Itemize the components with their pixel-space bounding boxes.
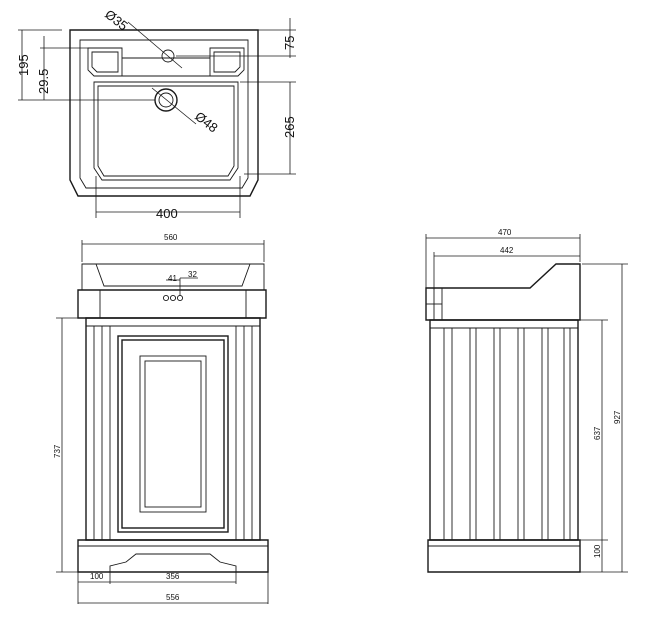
- cabinet-door: [117, 335, 229, 533]
- waste-hole-outer: [154, 88, 178, 112]
- tap-hole: [161, 49, 175, 63]
- waste-hole-leader: [151, 87, 197, 125]
- dim-waste-hole: Ø48: [192, 109, 221, 136]
- dim-depth-total-side: 470: [498, 228, 512, 237]
- dim-height-total: 927: [613, 410, 622, 424]
- plinth-cutout: [109, 553, 237, 572]
- dim-basin-width: 560: [164, 233, 178, 242]
- dim-bowl-width: 400: [156, 206, 178, 221]
- basin-back-ledge-right: [209, 47, 245, 77]
- basin-bowl-inner: [97, 85, 235, 177]
- basin-plan-view: Ø35 Ø48 195 29.5 75 265 400: [16, 7, 297, 221]
- cabinet-door-inner: [121, 339, 225, 529]
- tap-hole-leader: [127, 21, 183, 69]
- vanity-side-view: 470 442 927 637 100: [425, 228, 628, 573]
- front-plinth: [77, 539, 269, 573]
- dim-depth-total: 195: [16, 54, 31, 76]
- dim-rim-back: 29.5: [36, 69, 51, 94]
- dim-front-edge: 75: [282, 36, 297, 50]
- dim-plinth-inner: 356: [166, 572, 180, 581]
- dim-depth-cabinet: 442: [500, 246, 514, 255]
- dim-tap-b: 32: [188, 270, 197, 279]
- side-plinth: [427, 539, 581, 573]
- door-panel: [139, 355, 207, 513]
- dim-plinth-height: 100: [593, 544, 602, 558]
- dim-height-cabinet: 637: [593, 426, 602, 440]
- front-basin-band: [77, 289, 267, 319]
- tap-hole-b: [169, 294, 177, 302]
- tap-hole-a: [162, 294, 170, 302]
- basin-bowl: [93, 81, 239, 181]
- dim-base-width: 556: [166, 593, 180, 602]
- basin-back-ledge-inner-right: [213, 51, 241, 73]
- dim-bowl-depth: 265: [282, 116, 297, 138]
- side-basin-profile: [425, 263, 581, 321]
- tap-hole-c: [176, 294, 184, 302]
- basin-back-ledge: [87, 47, 123, 77]
- basin-plan-rim: [79, 39, 249, 189]
- dim-plinth-offset: 100: [90, 572, 104, 581]
- vanity-front-view: 560 41 32: [53, 233, 269, 604]
- dim-height: 737: [53, 444, 62, 458]
- door-panel-inner: [144, 360, 202, 508]
- front-basin-bowl-line: [95, 263, 251, 287]
- waste-hole-inner: [158, 92, 174, 108]
- dim-tap-a: 41: [168, 274, 177, 283]
- basin-back-ledge-inner-left: [91, 51, 119, 73]
